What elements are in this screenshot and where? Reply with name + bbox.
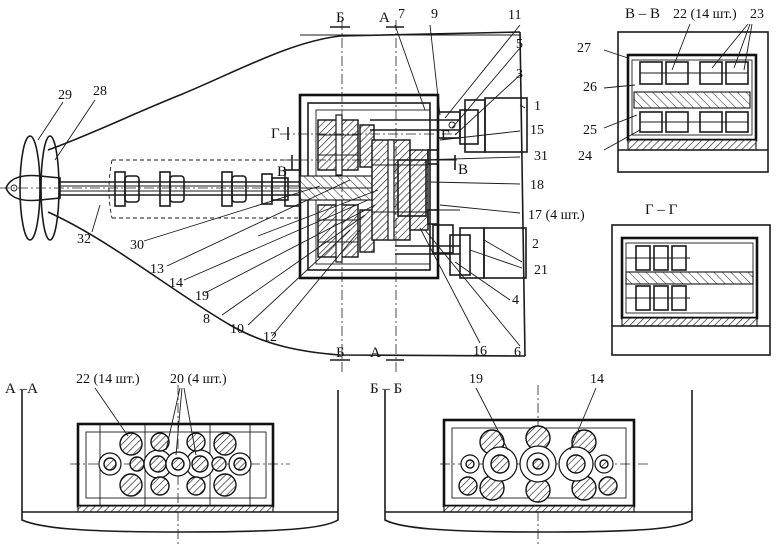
section-mark-bb-top: Б <box>336 10 345 26</box>
bb-hull <box>384 390 693 533</box>
motor-2 <box>483 227 527 279</box>
bb-callout-14: 14 <box>590 372 604 387</box>
motor-coupling-upper <box>459 109 479 145</box>
hull-stern-line <box>519 31 526 357</box>
vv-callout-23: 23 <box>750 7 764 22</box>
callout-12: 12 <box>263 330 277 345</box>
callout-2: 2 <box>532 237 539 252</box>
main-view <box>0 20 528 372</box>
callout-30: 30 <box>130 238 144 253</box>
section-aa <box>21 385 339 547</box>
callout-15: 15 <box>530 123 544 138</box>
callout-1: 1 <box>534 99 541 114</box>
vv-callout-25: 25 <box>583 123 597 138</box>
callout-3: 3 <box>516 67 523 82</box>
section-mark-bb-bottom: Б <box>336 345 345 361</box>
leader-lines <box>37 24 526 347</box>
callout-7: 7 <box>398 7 405 22</box>
section-title-aa: А –А <box>5 381 38 397</box>
vv-shaft <box>633 91 751 109</box>
view-gg <box>611 224 771 356</box>
section-mark-aa-bottom: А <box>370 345 381 361</box>
callout-8: 8 <box>203 312 210 327</box>
callout-17: 17 (4 шт.) <box>528 208 585 223</box>
callout-9: 9 <box>431 7 438 22</box>
aa-callout-22: 22 (14 шт.) <box>76 372 140 387</box>
labels: Б А Б А В В Г Г В – В Г – Г А –А Б – Б 7… <box>5 6 764 397</box>
bb-callout-19: 19 <box>469 372 483 387</box>
callout-18: 18 <box>530 178 544 193</box>
callout-19: 19 <box>195 289 209 304</box>
section-bb <box>384 385 693 547</box>
view-vv <box>603 23 769 173</box>
callout-32: 32 <box>77 232 91 247</box>
callout-5: 5 <box>516 37 523 52</box>
callout-4: 4 <box>512 293 519 308</box>
bb-gears <box>458 425 618 503</box>
vv-callout-24: 24 <box>578 149 592 164</box>
hull-contour-bottom <box>47 211 526 357</box>
section-mark-aa-top: А <box>379 10 390 26</box>
callout-6: 6 <box>514 345 521 360</box>
vv-callout-27: 27 <box>577 41 591 56</box>
callout-14: 14 <box>169 276 183 291</box>
callout-21: 21 <box>534 263 548 278</box>
section-mark-g-left: Г <box>271 126 280 142</box>
section-mark-g-right: Г <box>441 128 450 144</box>
callout-31: 31 <box>534 149 548 164</box>
vv-callout-26: 26 <box>583 80 597 95</box>
hull-contour-top <box>47 31 521 151</box>
section-mark-v-left: В <box>277 164 287 180</box>
coupling-1 <box>114 171 126 207</box>
callout-11: 11 <box>508 8 521 23</box>
section-title-bb: Б – Б <box>370 381 402 397</box>
aa-gears <box>98 432 252 497</box>
coupling-4 <box>261 173 273 205</box>
vv-outer <box>617 31 769 173</box>
coupling-3 <box>221 171 233 207</box>
motor-1 <box>484 97 528 153</box>
coupling-2 <box>159 171 171 207</box>
callout-13: 13 <box>150 262 164 277</box>
section-mark-v-right: В <box>458 162 468 178</box>
aa-hull <box>21 390 339 533</box>
callout-29: 29 <box>58 88 72 103</box>
gg-outer <box>611 224 771 356</box>
view-title-gg: Г – Г <box>645 202 678 218</box>
aa-callout-20: 20 (4 шт.) <box>170 372 227 387</box>
callout-16: 16 <box>473 344 487 359</box>
callout-10: 10 <box>230 322 244 337</box>
vv-callout-22: 22 (14 шт.) <box>673 7 737 22</box>
view-title-vv: В – В <box>625 6 660 22</box>
callout-28: 28 <box>93 84 107 99</box>
